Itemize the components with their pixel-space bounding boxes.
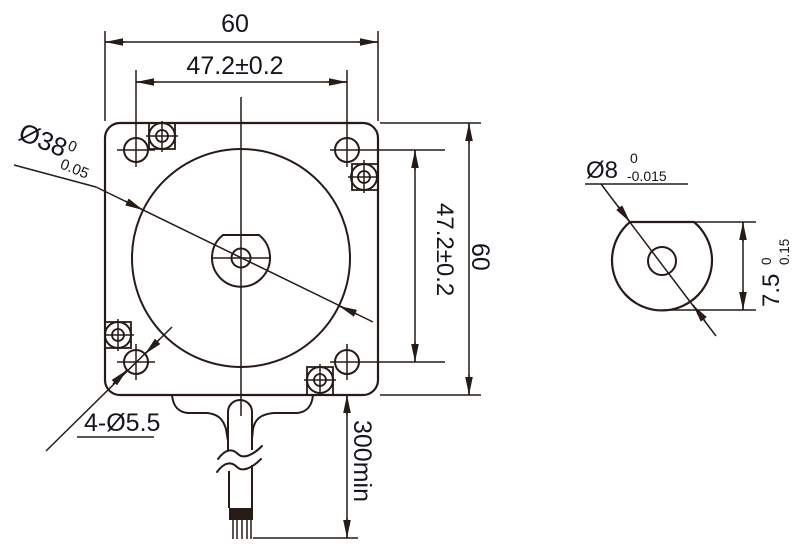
lead-wire-cable: [171, 394, 314, 539]
dim-hole-spacing-vertical: 47.2±0.2: [330, 149, 458, 363]
shaft-diameter-value: Ø8: [586, 157, 618, 184]
leader-shaft-diameter: Ø8 0 -0.015: [585, 150, 717, 337]
dim-hole-spacing-h-label: 47.2±0.2: [186, 52, 283, 80]
dim-flat-height: 7.5 0 0.15: [662, 221, 792, 311]
flat-height-value: 7.5: [758, 274, 785, 307]
wire-strands: [232, 520, 252, 539]
dim-body-height: 60: [380, 122, 494, 396]
shaft-boss-outline: [211, 234, 271, 288]
mounting-holes-label: 4-Ø5.5: [84, 409, 160, 437]
pilot-circle: [131, 148, 351, 368]
dim-lead-length: 300min: [253, 395, 376, 539]
flat-height-tol-upper: 0: [759, 257, 774, 265]
front-view: 60 47.2±0.2 47.2±0.2: [13, 10, 494, 539]
corner-post-top-left: [146, 121, 178, 152]
arrowhead: [338, 305, 358, 317]
dim-body-height-label: 60: [466, 243, 494, 271]
cable-break-line-2: [216, 458, 262, 473]
dim-hole-spacing-horizontal: 47.2±0.2: [135, 52, 348, 167]
shaft-diameter-tol-upper: 0: [630, 150, 638, 166]
cable-boot-left: [171, 394, 229, 442]
leader-mounting-holes: 4-Ø5.5: [45, 326, 173, 452]
shaft-diameter-tol-lower: -0.015: [627, 168, 667, 184]
cable-boot-right: [251, 394, 314, 440]
dim-body-width-label: 60: [221, 10, 249, 38]
leader-underline: [13, 164, 97, 188]
arrowhead: [144, 338, 161, 355]
arrowhead: [692, 304, 707, 322]
shaft-view: Ø8 0 -0.015 7.5 0 0.15: [585, 150, 792, 337]
corner-post-bottom-left: [104, 319, 134, 351]
flat-height-tol-lower: 0.15: [777, 239, 792, 265]
dim-lead-length-label: 300min: [348, 420, 376, 502]
leader-pilot-diameter: Ø38 0 0.05: [13, 117, 374, 323]
corner-post-top-right: [348, 160, 378, 193]
shaft-bore-circle: [647, 246, 677, 276]
arrowhead: [616, 205, 631, 223]
cable-break-line-1: [217, 445, 263, 460]
shaft-section-outline: [610, 220, 714, 312]
cable-jacket-end: [229, 508, 253, 520]
corner-post-bottom-right: [304, 364, 336, 395]
arrowhead: [124, 198, 144, 211]
dim-body-width: 60: [104, 10, 379, 121]
arrowhead: [111, 369, 128, 386]
cable-top-arc: [227, 399, 253, 413]
dim-hole-spacing-v-label: 47.2±0.2: [431, 203, 458, 296]
